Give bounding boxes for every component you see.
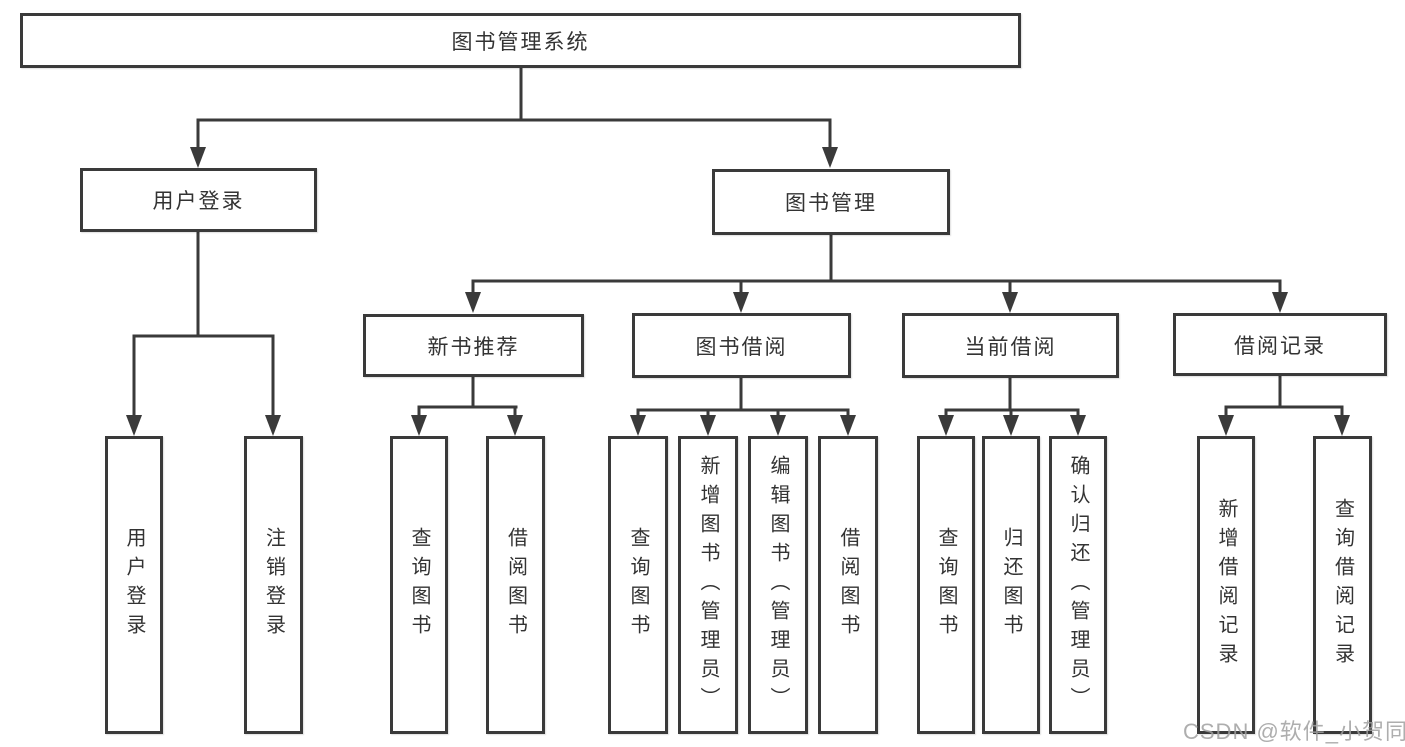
leaf-add-borrow-record: 新增借阅记录 <box>1197 436 1255 734</box>
node-library-management-system: 图书管理系统 <box>20 13 1021 68</box>
node-book-management: 图书管理 <box>712 169 950 235</box>
node-borrowing-records: 借阅记录 <box>1173 313 1387 376</box>
leaf-query-books-2: 查询图书 <box>608 436 668 734</box>
node-user-login: 用户登录 <box>80 168 317 232</box>
leaf-borrow-books-2: 借阅图书 <box>818 436 878 734</box>
leaf-logout: 注销登录 <box>244 436 303 734</box>
node-book-borrowing: 图书借阅 <box>632 313 851 378</box>
leaf-query-borrow-record: 查询借阅记录 <box>1313 436 1372 734</box>
leaf-edit-books-admin: 编辑图书（管理员） <box>748 436 808 734</box>
leaf-borrow-books-1: 借阅图书 <box>486 436 545 734</box>
node-new-book-recommendation: 新书推荐 <box>363 314 584 377</box>
node-current-borrowing: 当前借阅 <box>902 313 1119 378</box>
leaf-add-books-admin: 新增图书（管理员） <box>678 436 738 734</box>
leaf-query-books-3: 查询图书 <box>917 436 975 734</box>
leaf-return-books: 归还图书 <box>982 436 1040 734</box>
csdn-watermark: CSDN @软件_小贺同学 <box>1183 719 1405 744</box>
leaf-user-login: 用户登录 <box>105 436 163 734</box>
leaf-confirm-return-admin: 确认归还（管理员） <box>1049 436 1107 734</box>
leaf-query-books-1: 查询图书 <box>390 436 448 734</box>
